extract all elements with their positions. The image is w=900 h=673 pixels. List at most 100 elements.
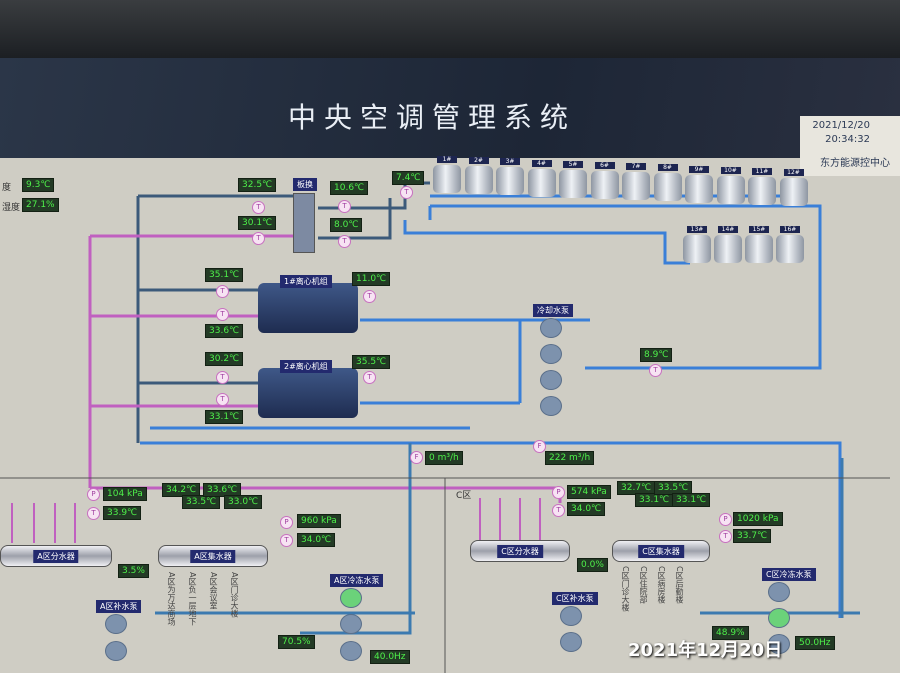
zone-c-chw-pump-1[interactable] (768, 582, 790, 602)
cooling-tower[interactable]: 6# (590, 162, 619, 202)
cooling-tower[interactable]: 16# (776, 226, 804, 266)
zone-c-supply-temp: 34.0℃ (567, 502, 606, 516)
flow-readout: 222 m³/h (545, 451, 595, 465)
zone-a-pump-valve: 70.5% (278, 635, 315, 649)
chiller-1-temp: 35.1℃ (205, 268, 244, 282)
zone-c-divider[interactable]: C区分水器 (470, 540, 570, 562)
zone-c-title: C区 (456, 491, 472, 501)
temp-sensor-icon: T (338, 235, 351, 248)
zone-a-divider[interactable]: A区分水器 (0, 545, 112, 567)
cooling-tower-icon (433, 165, 461, 193)
tower-label: 16# (780, 226, 800, 233)
zone-c-branch-label: C区门诊大楼 (621, 566, 630, 612)
zone-c-branch-label: C区后勤楼 (675, 566, 684, 604)
tower-supply-temp: 7.4℃ (392, 171, 425, 185)
cooling-tower[interactable]: 15# (745, 226, 773, 266)
zone-a-chw-pump-3[interactable] (340, 641, 362, 661)
temp-sensor-icon: T (216, 371, 229, 384)
chiller-1[interactable] (258, 283, 358, 333)
zone-a-branch-label: A区门诊大楼 (230, 572, 239, 618)
pipe-hot (88, 234, 562, 503)
temp-sensor-icon: T (338, 200, 351, 213)
zone-a-branch-label: A区为万达商场 (167, 572, 176, 626)
pipe-return (155, 443, 860, 635)
zone-a-makeup-pump-2[interactable] (105, 641, 127, 661)
zone-a-pump-freq: 40.0Hz (370, 650, 410, 664)
zone-a-supply-pressure: 104 kPa (103, 487, 147, 501)
tower-label: 4# (531, 159, 552, 167)
pipe-condenser (136, 181, 430, 443)
temp-sensor-icon: T (400, 186, 413, 199)
cooling-tower[interactable]: 5# (559, 160, 587, 201)
env-temp-readout: 9.3℃ (22, 178, 55, 192)
tower-label: 7# (626, 163, 646, 171)
cooling-tower[interactable]: 4# (527, 159, 556, 200)
tower-label: 12# (783, 169, 804, 177)
zone-c-chw-pump-3[interactable] (768, 634, 790, 654)
scada-screen: 中央空调管理系统 2021/12/20 20:34:32 东方能源控中心 度 9… (0, 58, 900, 673)
zone-c-valve: 0.0% (577, 558, 608, 572)
zone-c-return-temp: 33.7℃ (733, 529, 772, 543)
zone-a-chw-pump-label: A区冷冻水泵 (330, 574, 384, 587)
pressure-sensor-icon: P (87, 488, 100, 501)
date: 2021/12/20 (812, 120, 870, 131)
cooling-tower[interactable]: 11# (748, 168, 776, 208)
zone-a-branch-label: A区会议室 (209, 572, 218, 610)
zone-a-chw-pump-1[interactable] (340, 588, 362, 608)
cooling-tower[interactable]: 9# (685, 165, 713, 206)
tower-label: 1# (437, 156, 457, 163)
cooling-tower-icon (716, 175, 745, 204)
cooling-tower[interactable]: 12# (779, 169, 808, 209)
cooling-tower[interactable]: 2# (464, 157, 493, 197)
zone-a-return-pressure: 960 kPa (297, 514, 341, 528)
plate-heat-exchanger[interactable] (293, 193, 315, 253)
cooling-tower[interactable]: 14# (714, 226, 742, 266)
zone-a-chw-pump-2[interactable] (340, 614, 362, 634)
chiller-1-label: 1#离心机组 (280, 275, 332, 288)
cooling-tower[interactable]: 13# (683, 226, 711, 266)
zone-c-makeup-pump-1[interactable] (560, 606, 582, 626)
cooling-tower-icon (559, 169, 587, 198)
cooling-tower[interactable]: 1# (433, 156, 461, 196)
cooling-tower[interactable]: 10# (716, 166, 745, 207)
tower-label: 13# (687, 226, 707, 233)
temp-sensor-icon: T (216, 308, 229, 321)
temp-sensor-icon: T (216, 393, 229, 406)
cooling-tower-icon (653, 173, 682, 202)
tower-label: 8# (657, 164, 678, 172)
zone-c-chw-pump-2[interactable] (768, 608, 790, 628)
cooling-tower[interactable]: 3# (496, 158, 524, 198)
cooling-pump-4[interactable] (540, 396, 562, 416)
env-humid-label: 湿度 (2, 203, 21, 213)
pressure-sensor-icon: P (280, 516, 293, 529)
cooling-pump-3[interactable] (540, 370, 562, 390)
chiller-2[interactable] (258, 368, 358, 418)
cooling-tower-icon (685, 174, 713, 203)
temp-sensor-icon: T (363, 371, 376, 384)
page-title: 中央空调管理系统 (288, 101, 577, 134)
cooling-pump-2[interactable] (540, 344, 562, 364)
zone-c-collector[interactable]: C区集水器 (612, 540, 710, 562)
temp-sensor-icon: T (252, 232, 265, 245)
zone-c-makeup-pump-2[interactable] (560, 632, 582, 652)
cooling-tower[interactable]: 8# (653, 164, 682, 204)
zone-a-collector[interactable]: A区集水器 (158, 545, 268, 567)
cooling-pump-1[interactable] (540, 318, 562, 338)
chiller-2-label: 2#离心机组 (280, 360, 332, 373)
chiller-2-temp: 30.2℃ (205, 352, 244, 366)
tower-label: 3# (500, 158, 520, 166)
center-name: 东方能源控中心 (820, 158, 890, 169)
zone-a-makeup-pump-1[interactable] (105, 614, 127, 634)
tower-label: 10# (720, 166, 741, 174)
temp-sensor-icon: T (363, 290, 376, 303)
zone-c-branch-label: C区病房楼 (657, 566, 666, 604)
plate-hx-label: 板换 (293, 178, 317, 191)
zone-c-branch-temp: 33.1℃ (672, 493, 711, 507)
cooling-tower[interactable]: 7# (622, 163, 650, 203)
temp-sensor-icon: T (280, 534, 293, 547)
tower-label: 15# (749, 226, 769, 233)
zone-c-pump-freq: 50.0Hz (795, 636, 835, 650)
chiller-1-temp: 33.6℃ (205, 324, 244, 338)
plate-hx-temp: 10.6℃ (330, 181, 369, 195)
chiller-2-temp: 35.5℃ (352, 355, 391, 369)
